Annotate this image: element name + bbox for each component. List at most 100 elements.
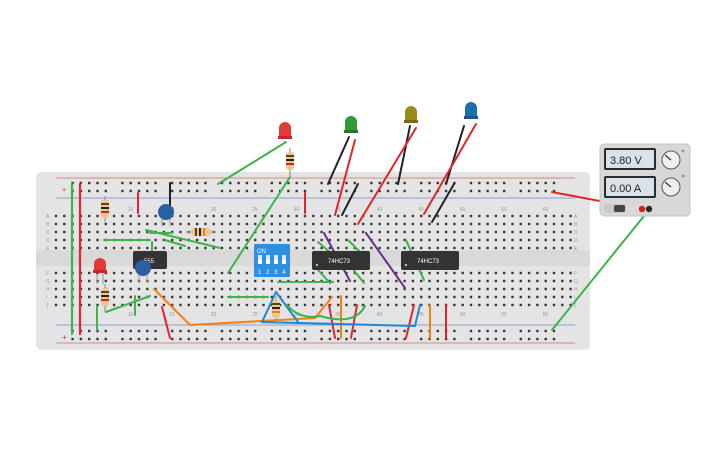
breadboard-hole[interactable]: [295, 222, 298, 226]
breadboard-hole[interactable]: [386, 271, 390, 275]
breadboard-hole[interactable]: [503, 303, 506, 307]
breadboard-hole[interactable]: [420, 230, 423, 234]
breadboard-hole[interactable]: [403, 337, 406, 341]
breadboard-hole[interactable]: [361, 271, 365, 275]
breadboard-hole[interactable]: [287, 329, 290, 333]
breadboard-hole[interactable]: [195, 189, 199, 193]
breadboard-hole[interactable]: [552, 181, 556, 185]
breadboard-hole[interactable]: [569, 303, 572, 307]
breadboard-hole[interactable]: [494, 246, 498, 250]
breadboard-hole[interactable]: [287, 303, 290, 307]
breadboard-hole[interactable]: [295, 329, 298, 333]
breadboard-hole[interactable]: [420, 214, 423, 218]
breadboard-hole[interactable]: [270, 238, 273, 242]
breadboard-hole[interactable]: [337, 303, 340, 307]
breadboard-hole[interactable]: [569, 246, 572, 250]
breadboard-hole[interactable]: [428, 222, 431, 226]
breadboard-hole[interactable]: [245, 287, 249, 291]
wire-green-555-c[interactable]: [164, 239, 186, 247]
breadboard-hole[interactable]: [469, 279, 473, 283]
breadboard-hole[interactable]: [511, 287, 514, 291]
breadboard-hole[interactable]: [478, 214, 481, 218]
wire-red-led-blue[interactable]: [423, 123, 477, 215]
resistor-lower-left[interactable]: [101, 284, 109, 312]
breadboard-hole[interactable]: [411, 303, 415, 307]
breadboard-hole[interactable]: [237, 303, 240, 307]
breadboard-hole[interactable]: [270, 303, 273, 307]
breadboard-hole[interactable]: [345, 214, 348, 218]
breadboard-hole[interactable]: [237, 238, 240, 242]
breadboard-hole[interactable]: [453, 246, 456, 250]
breadboard-hole[interactable]: [88, 337, 91, 341]
breadboard-hole[interactable]: [195, 287, 199, 291]
breadboard-hole[interactable]: [395, 337, 398, 341]
breadboard-hole[interactable]: [179, 279, 182, 283]
breadboard-hole[interactable]: [171, 222, 174, 226]
breadboard-hole[interactable]: [527, 189, 531, 193]
breadboard-hole[interactable]: [254, 222, 257, 226]
breadboard-hole[interactable]: [162, 295, 166, 299]
breadboard-hole[interactable]: [420, 279, 423, 283]
breadboard-hole[interactable]: [353, 222, 356, 226]
breadboard-hole[interactable]: [104, 329, 107, 333]
breadboard-hole[interactable]: [561, 222, 564, 226]
breadboard-hole[interactable]: [146, 189, 149, 193]
breadboard-hole[interactable]: [229, 214, 232, 218]
chip-74hc73-1[interactable]: 74HC73: [312, 251, 370, 270]
breadboard-hole[interactable]: [494, 329, 498, 333]
breadboard-hole[interactable]: [386, 329, 390, 333]
breadboard-hole[interactable]: [428, 189, 431, 193]
wire-green-chip1-d[interactable]: [351, 267, 365, 284]
breadboard-hole[interactable]: [179, 230, 182, 234]
breadboard-hole[interactable]: [204, 271, 207, 275]
breadboard-hole[interactable]: [121, 295, 124, 299]
breadboard-hole[interactable]: [469, 303, 473, 307]
breadboard-hole[interactable]: [494, 287, 498, 291]
breadboard-hole[interactable]: [171, 303, 174, 307]
breadboard-hole[interactable]: [503, 181, 506, 185]
breadboard-hole[interactable]: [320, 230, 323, 234]
breadboard-hole[interactable]: [536, 238, 539, 242]
breadboard-hole[interactable]: [395, 222, 398, 226]
breadboard-hole[interactable]: [511, 303, 514, 307]
breadboard-hole[interactable]: [345, 230, 348, 234]
breadboard-hole[interactable]: [129, 189, 132, 193]
breadboard-hole[interactable]: [146, 337, 149, 341]
breadboard-hole[interactable]: [229, 271, 232, 275]
breadboard-hole[interactable]: [129, 246, 132, 250]
breadboard-hole[interactable]: [486, 271, 489, 275]
breadboard-hole[interactable]: [295, 337, 298, 341]
breadboard-hole[interactable]: [146, 287, 149, 291]
breadboard-hole[interactable]: [469, 230, 473, 234]
breadboard-hole[interactable]: [112, 246, 116, 250]
breadboard-hole[interactable]: [478, 181, 481, 185]
breadboard-hole[interactable]: [88, 279, 91, 283]
breadboard-hole[interactable]: [270, 329, 273, 333]
dip-toggle-2[interactable]: [266, 255, 270, 264]
breadboard-hole[interactable]: [527, 222, 531, 226]
breadboard-hole[interactable]: [519, 271, 522, 275]
breadboard-hole[interactable]: [96, 214, 99, 218]
breadboard-hole[interactable]: [378, 222, 381, 226]
breadboard-hole[interactable]: [536, 214, 539, 218]
breadboard-hole[interactable]: [337, 214, 340, 218]
breadboard-hole[interactable]: [220, 214, 224, 218]
breadboard-hole[interactable]: [337, 337, 340, 341]
breadboard-hole[interactable]: [262, 287, 265, 291]
breadboard-hole[interactable]: [370, 295, 373, 299]
breadboard-hole[interactable]: [328, 287, 332, 291]
breadboard-hole[interactable]: [229, 303, 232, 307]
breadboard-hole[interactable]: [187, 287, 190, 291]
breadboard-hole[interactable]: [278, 303, 282, 307]
breadboard-hole[interactable]: [519, 329, 522, 333]
breadboard-hole[interactable]: [503, 246, 506, 250]
breadboard-hole[interactable]: [137, 189, 141, 193]
breadboard-hole[interactable]: [254, 279, 257, 283]
breadboard-hole[interactable]: [129, 230, 132, 234]
breadboard-hole[interactable]: [54, 295, 58, 299]
breadboard-hole[interactable]: [461, 295, 464, 299]
breadboard-hole[interactable]: [287, 189, 290, 193]
breadboard-hole[interactable]: [262, 238, 265, 242]
breadboard-hole[interactable]: [552, 337, 556, 341]
breadboard-hole[interactable]: [112, 287, 116, 291]
